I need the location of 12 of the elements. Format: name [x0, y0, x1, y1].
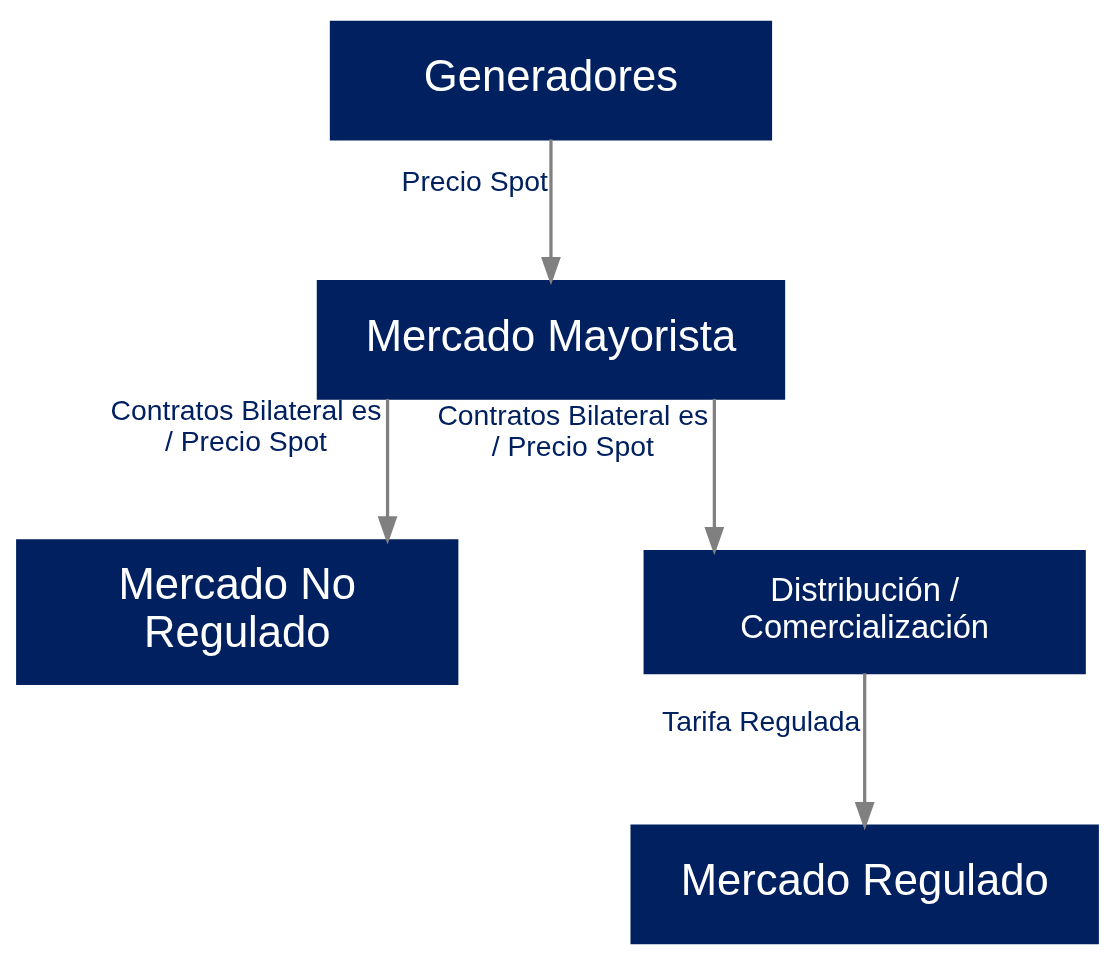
edge-label: Precio Spot — [401, 164, 548, 197]
edge-label: Contratos Bilateral es / Precio Spot — [437, 398, 709, 462]
node-box: Mercado No Regulado — [16, 538, 459, 685]
arrow — [377, 398, 398, 545]
arrow — [704, 398, 725, 555]
node-box: Generadores — [329, 20, 773, 140]
arrow — [854, 672, 875, 830]
node-box: Mercado Regulado — [630, 824, 1099, 944]
node-box: Distribución / Comercialización — [643, 549, 1086, 674]
edge-label: Tarifa Regulada — [662, 704, 861, 737]
node-box: Mercado Mayorista — [316, 279, 786, 400]
arrow — [541, 138, 561, 285]
